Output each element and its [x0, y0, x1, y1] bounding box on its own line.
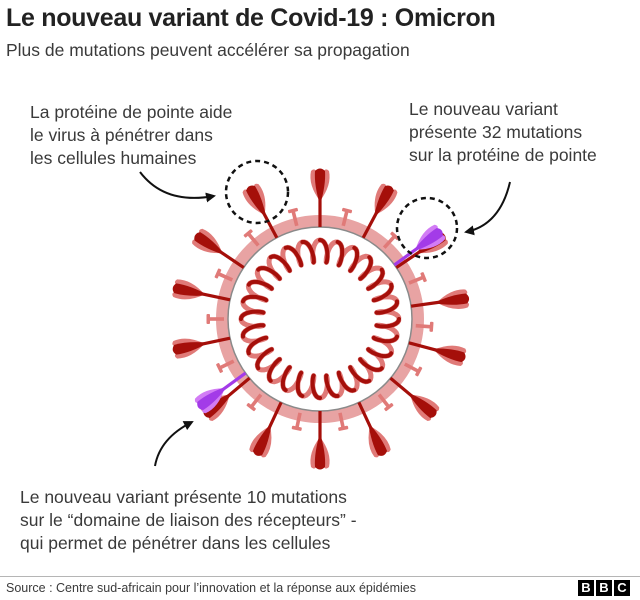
membrane-knob [408, 272, 427, 285]
membrane-knob [243, 229, 260, 247]
arrow-to-rbd-icon [154, 421, 194, 467]
arrow-to-mutant-spike-icon [464, 181, 511, 236]
mutant-spike-protein [393, 224, 446, 267]
bbc-logo: B B C [578, 580, 630, 596]
annotation-spike-protein: La protéine de pointe aide le virus à pé… [30, 102, 233, 168]
spike-protein [242, 183, 279, 239]
mutant-spike-protein [194, 371, 247, 414]
spike-protein [172, 336, 231, 359]
membrane-knob [377, 393, 394, 412]
annotation-32-mutations: Le nouveau variant présente 32 mutations… [409, 99, 597, 165]
mutation-highlight-circle [395, 196, 459, 260]
arrow-to-spike-icon [139, 171, 216, 203]
membrane-knob [403, 362, 423, 377]
bbc-logo-letter: C [614, 580, 630, 596]
source-text: Source : Centre sud-africain pour l’inno… [6, 581, 416, 595]
annotation-arrows [139, 171, 511, 467]
membrane-knob [341, 207, 353, 227]
spike-protein [249, 401, 283, 458]
membrane-knob [291, 412, 302, 431]
bbc-logo-letter: B [578, 580, 594, 596]
membrane-knob [415, 321, 434, 332]
spike-protein [310, 411, 330, 470]
footer-divider [0, 576, 640, 577]
page-subtitle: Plus de mutations peuvent accélérer sa p… [6, 40, 410, 60]
spike-protein [310, 168, 330, 227]
spike-protein [192, 228, 245, 269]
spike-protein [172, 279, 231, 302]
spike-protein [389, 376, 440, 422]
annotation-rbd-mutations: Le nouveau variant présente 10 mutations… [20, 487, 357, 553]
membrane-knob [246, 393, 263, 412]
spike-protein [408, 341, 467, 366]
membrane-knob [206, 314, 224, 324]
membrane-knob [287, 207, 299, 227]
membrane-knob [382, 231, 400, 249]
spike-proteins [172, 168, 470, 470]
spike-protein [410, 289, 470, 309]
spike-protein [357, 401, 391, 458]
spike-highlight-circle [224, 159, 290, 225]
spike-protein [361, 183, 398, 239]
page-title: Le nouveau variant de Covid-19 : Omicron [6, 4, 496, 32]
membrane-knob [214, 268, 234, 282]
highlight-circles [224, 159, 459, 260]
membrane-knob [338, 412, 349, 431]
bbc-logo-letter: B [596, 580, 612, 596]
rna-coil [238, 237, 402, 401]
membrane-knob [216, 359, 235, 373]
